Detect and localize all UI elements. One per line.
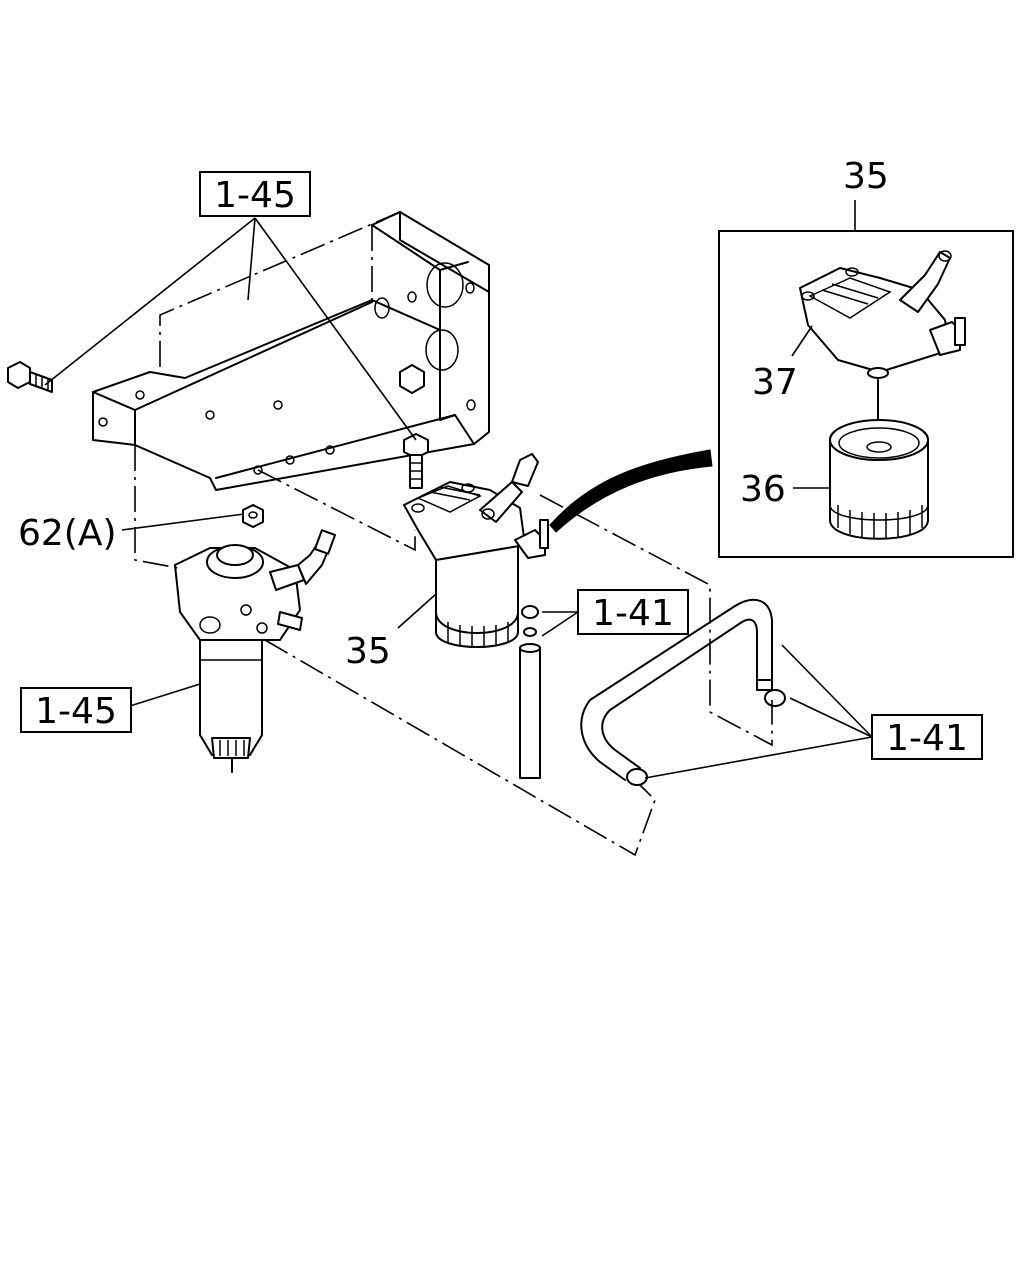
callout-ref-mid[interactable]: 1-41: [577, 589, 689, 635]
leader-lines: [44, 200, 873, 779]
fuel-line-black: [549, 449, 713, 533]
ref-label-1-41-right: 1-41: [886, 718, 968, 759]
fuel-filter-35: [403, 453, 549, 648]
nut-62a: [242, 504, 264, 528]
part-label-37: 37: [752, 362, 798, 403]
hose-curved: [580, 598, 786, 786]
part-label-35-detail: 35: [843, 156, 889, 197]
mounting-bracket: [92, 211, 490, 491]
callout-ref-left[interactable]: 1-45: [20, 687, 132, 733]
part-label-62a: 62(A): [18, 513, 117, 554]
ref-label-1-45-left: 1-45: [35, 691, 117, 732]
part-label-35-main: 35: [345, 631, 391, 672]
bolt-center: [403, 433, 429, 489]
ref-label-1-41-mid: 1-41: [592, 593, 674, 634]
bolt-left: [7, 361, 53, 393]
fuel-filter-left: [174, 529, 336, 773]
ref-label-1-45-top: 1-45: [214, 175, 296, 216]
hose-vertical: [519, 605, 541, 779]
detail-view-box: [718, 230, 1014, 558]
assembly-lines: [134, 211, 773, 857]
part-label-36: 36: [740, 469, 786, 510]
callout-ref-right[interactable]: 1-41: [871, 714, 983, 760]
callout-ref-top[interactable]: 1-45: [199, 171, 311, 217]
